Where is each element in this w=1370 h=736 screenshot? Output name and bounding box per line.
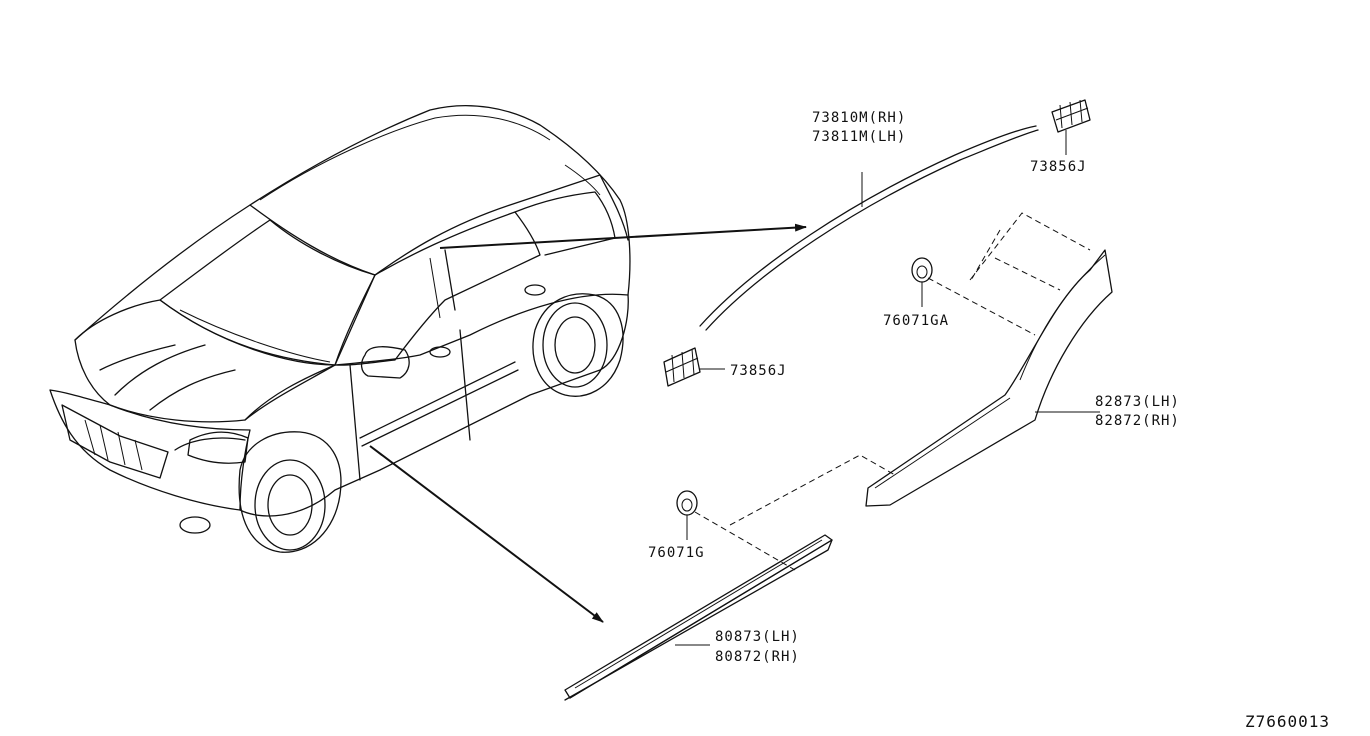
sill-molding-label-rh: 80872(RH) (715, 649, 800, 665)
grommet-lower-label: 76071G (648, 545, 705, 561)
clip-rear-label: 73856J (1030, 159, 1087, 175)
vehicle-illustration (49, 105, 631, 553)
fender-molding-label-lh: 82873(LH) (1095, 394, 1180, 410)
clip-front-label: 73856J (730, 363, 787, 379)
clip-front-icon (663, 347, 725, 387)
sill-molding-label-lh: 80873(LH) (715, 629, 800, 645)
sill-molding-part (564, 454, 896, 701)
grommet-lower-icon (676, 490, 698, 540)
fender-molding-label-rh: 82872(RH) (1095, 413, 1180, 429)
grommet-upper-label: 76071GA (883, 313, 949, 329)
roof-molding-label-rh: 73810M(RH) (812, 110, 906, 126)
grommet-upper-icon (911, 257, 933, 307)
fender-molding-part (865, 212, 1113, 507)
roof-molding-part (699, 125, 1039, 331)
diagram-code: Z7660013 (1245, 712, 1330, 731)
callout-arrows (369, 223, 807, 623)
clip-rear-icon (1051, 99, 1091, 155)
roof-molding-label-lh: 73811M(LH) (812, 129, 906, 145)
